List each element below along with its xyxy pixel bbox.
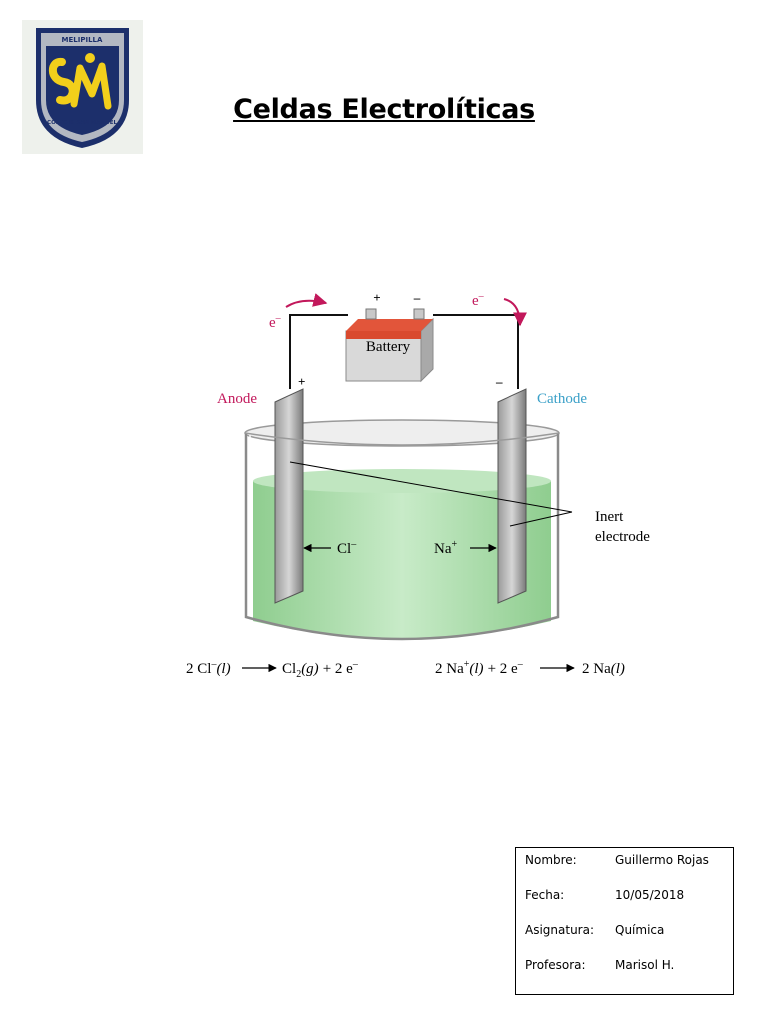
chloride-ion-label: Cl–: [337, 539, 357, 557]
battery-label: Battery: [366, 339, 411, 355]
info-value: Marisol H.: [615, 958, 675, 972]
cathode-label: Cathode: [537, 391, 587, 407]
inert-pointer-line-cathode: [509, 511, 573, 527]
info-row-profesora: Profesora: Marisol H.: [525, 958, 733, 993]
beaker: [244, 433, 560, 641]
info-value: Guillermo Rojas: [615, 853, 709, 867]
info-value: 10/05/2018: [615, 888, 685, 902]
svg-text:Cl2(g)+ 2 e–: Cl2(g)+ 2 e–: [282, 659, 359, 680]
svg-text:2 Na(l): 2 Na(l): [582, 661, 625, 677]
info-label: Profesora:: [525, 958, 586, 972]
svg-text:2 Na+(l)+ 2 e–: 2 Na+(l)+ 2 e–: [435, 659, 524, 677]
info-label: Fecha:: [525, 888, 565, 902]
logo-top-text: MELIPILLA: [62, 36, 103, 44]
wire-left: [289, 314, 348, 389]
info-row-nombre: Nombre: Guillermo Rojas: [525, 853, 733, 888]
logo-bottom-text: COLEGIO SAN MANUEL: [47, 120, 117, 126]
cathode-half-reaction: 2 Na+(l)+ 2 e– 2 Na(l): [435, 659, 625, 677]
info-row-asignatura: Asignatura: Química: [525, 923, 733, 958]
cathode-electrode: [497, 388, 527, 604]
inert-label-line2: electrodes: [595, 529, 650, 545]
battery-positive-sign: +: [373, 290, 380, 305]
electron-label-left: e–: [269, 313, 282, 331]
wire-right: [433, 314, 519, 389]
anode-label: Anode: [217, 391, 257, 407]
electrolytic-cell-diagram: e– e– Battery + –: [180, 285, 656, 685]
inert-label-line1: Inert: [595, 509, 624, 525]
info-label: Asignatura:: [525, 923, 595, 937]
student-info-box: Nombre: Guillermo Rojas Fecha: 10/05/201…: [515, 847, 734, 995]
anode-sign: +: [298, 374, 305, 389]
cathode-sign: –: [495, 374, 503, 389]
info-label: Nombre:: [525, 853, 577, 867]
sodium-ion-label: Na+: [434, 539, 458, 557]
info-value: Química: [615, 923, 665, 937]
electrolyte-solution: [253, 471, 551, 639]
electron-flow-arrow-left: [285, 293, 328, 308]
electron-label-right: e–: [472, 291, 485, 309]
inert-pointer-line-anode: [289, 461, 573, 513]
battery: Battery: [345, 308, 434, 383]
page-title: Celdas Electrolíticas: [233, 94, 535, 125]
anode-half-reaction: 2 Cl–(l) Cl2(g)+ 2 e–: [186, 659, 359, 680]
electron-flow-arrow-right: [503, 298, 527, 327]
info-row-fecha: Fecha: 10/05/2018: [525, 888, 733, 923]
anode-electrode: [274, 388, 304, 604]
battery-negative-sign: –: [413, 290, 421, 305]
svg-text:2 Cl–(l): 2 Cl–(l): [186, 659, 231, 677]
school-logo: MELIPILLA COLEGIO SAN MANUEL: [22, 20, 143, 154]
